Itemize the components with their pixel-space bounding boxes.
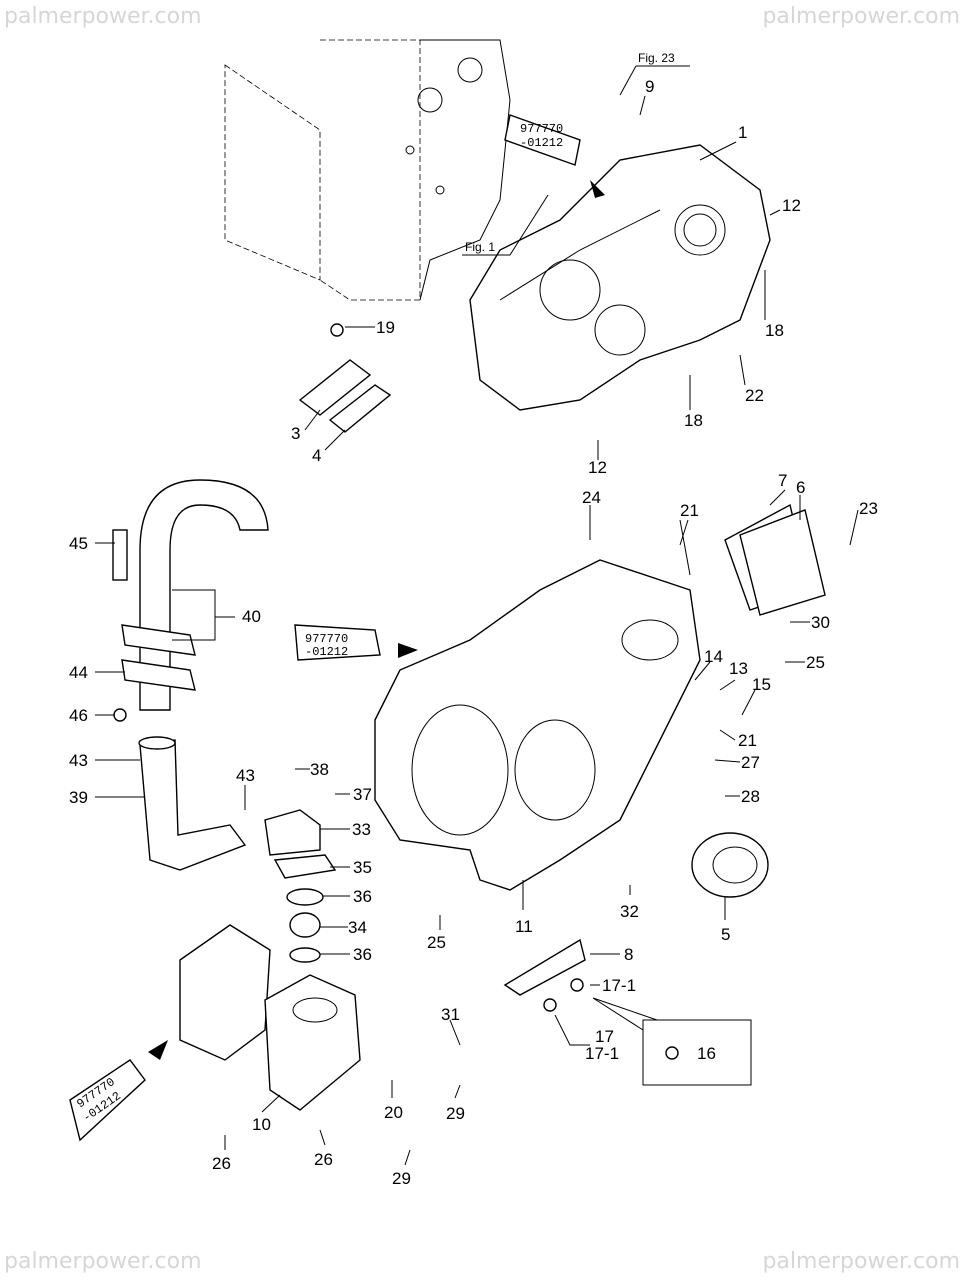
svg-text:19: 19 [376, 318, 395, 337]
svg-text:16: 16 [697, 1044, 716, 1063]
svg-text:9: 9 [645, 77, 654, 96]
svg-text:37: 37 [353, 785, 372, 804]
svg-text:30: 30 [811, 613, 830, 632]
svg-text:36: 36 [353, 945, 372, 964]
svg-text:5: 5 [721, 925, 730, 944]
svg-text:14: 14 [704, 647, 723, 666]
detail-box [642, 1019, 752, 1086]
svg-text:-01212: -01212 [305, 645, 348, 659]
svg-text:43: 43 [236, 766, 255, 785]
svg-text:21: 21 [680, 501, 699, 520]
fig-ref-1[interactable]: Fig. 1 [465, 240, 495, 254]
svg-text:40: 40 [242, 607, 261, 626]
thermostat-housing [264, 809, 337, 963]
svg-text:10: 10 [252, 1115, 271, 1134]
svg-text:7: 7 [778, 471, 787, 490]
bracket [503, 938, 586, 1012]
svg-text:17-1: 17-1 [602, 976, 636, 995]
cover-plate-right [724, 503, 826, 616]
svg-text:22: 22 [745, 386, 764, 405]
water-pipe [112, 479, 269, 722]
water-pump [179, 924, 361, 1111]
svg-text:43: 43 [69, 751, 88, 770]
watermark: palmerpower.com [4, 1249, 202, 1274]
watermark: palmerpower.com [4, 4, 202, 29]
svg-text:12: 12 [588, 458, 607, 477]
sealant-tube: 977770 -01212 [69, 1040, 168, 1142]
svg-text:44: 44 [69, 663, 88, 682]
cover-plate [298, 323, 392, 433]
svg-text:23: 23 [859, 499, 878, 518]
svg-text:12: 12 [782, 196, 801, 215]
svg-text:35: 35 [353, 858, 372, 877]
svg-text:15: 15 [752, 675, 771, 694]
svg-text:6: 6 [796, 478, 805, 497]
svg-text:21: 21 [738, 731, 757, 750]
svg-text:28: 28 [741, 787, 760, 806]
callout-labels: 9 1 12 18 19 22 18 3 4 12 24 21 7 6 23 4… [69, 77, 878, 1188]
svg-text:1: 1 [738, 123, 747, 142]
svg-text:36: 36 [353, 887, 372, 906]
svg-text:34: 34 [348, 918, 367, 937]
gear-case-upper [469, 144, 771, 411]
svg-text:13: 13 [729, 659, 748, 678]
svg-text:27: 27 [741, 753, 760, 772]
svg-text:-01212: -01212 [520, 136, 563, 150]
svg-text:20: 20 [384, 1103, 403, 1122]
fig-ref-23[interactable]: Fig. 23 [638, 51, 675, 65]
leader-lines [95, 95, 859, 1166]
svg-text:26: 26 [314, 1150, 333, 1169]
sealant-tube: 977770 -01212 [504, 114, 605, 198]
svg-text:8: 8 [624, 945, 633, 964]
svg-text:31: 31 [441, 1005, 460, 1024]
svg-text:3: 3 [291, 424, 300, 443]
watermark: palmerpower.com [762, 4, 960, 29]
bypass-pipe [138, 736, 247, 871]
svg-text:977770: 977770 [520, 122, 563, 136]
svg-text:29: 29 [392, 1169, 411, 1188]
svg-text:18: 18 [684, 411, 703, 430]
svg-text:39: 39 [69, 788, 88, 807]
svg-text:25: 25 [427, 933, 446, 952]
svg-text:33: 33 [352, 820, 371, 839]
svg-text:38: 38 [310, 760, 329, 779]
svg-text:11: 11 [515, 917, 533, 936]
svg-text:25: 25 [806, 653, 825, 672]
oil-seal [691, 832, 769, 898]
svg-text:977770: 977770 [305, 632, 348, 646]
svg-text:26: 26 [212, 1154, 231, 1173]
svg-text:17-1: 17-1 [585, 1044, 619, 1063]
svg-text:45: 45 [69, 534, 88, 553]
sealant-tube: 977770 -01212 [294, 624, 418, 661]
svg-text:18: 18 [765, 321, 784, 340]
engine-block [224, 39, 511, 301]
gear-case-lower [374, 559, 701, 891]
svg-text:32: 32 [620, 902, 639, 921]
svg-text:4: 4 [312, 446, 321, 465]
watermark: palmerpower.com [762, 1249, 960, 1274]
svg-text:46: 46 [69, 706, 88, 725]
svg-text:24: 24 [582, 488, 601, 507]
svg-text:29: 29 [446, 1104, 465, 1123]
svg-text:17: 17 [595, 1027, 614, 1046]
